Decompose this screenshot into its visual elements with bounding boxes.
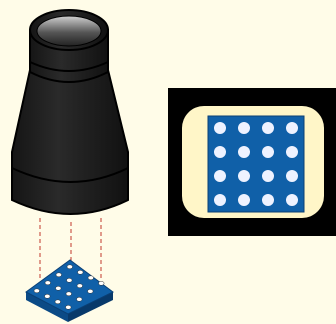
captured-dot [214, 146, 226, 158]
captured-dots [214, 122, 298, 206]
plate-dot [44, 294, 51, 299]
plate-dot [65, 291, 72, 297]
plate-dot [98, 281, 105, 286]
plate-side-right [68, 292, 113, 322]
plate-dot [66, 264, 73, 270]
captured-dot [238, 170, 250, 182]
plate-dot [87, 275, 94, 281]
captured-dot [238, 122, 250, 134]
plate-dot [77, 270, 84, 275]
captured-dot [286, 194, 298, 206]
dot-grid-plate-icon [25, 259, 114, 322]
captured-dot [262, 122, 274, 134]
plate-dot [76, 297, 83, 302]
captured-dot [214, 122, 226, 134]
captured-dot [286, 146, 298, 158]
plate-dot [44, 280, 51, 286]
captured-dot [214, 170, 226, 182]
plate-dot [66, 278, 73, 283]
captured-dot [262, 146, 274, 158]
captured-dot [214, 194, 226, 206]
captured-image-panel [168, 88, 336, 236]
camera-body [11, 69, 129, 215]
plate-dot [87, 289, 94, 294]
plate-top [25, 259, 114, 315]
plate-dots [33, 264, 105, 310]
plate-side-left [26, 292, 68, 322]
captured-dot [286, 170, 298, 182]
plate-dot [54, 299, 61, 305]
captured-dot [262, 170, 274, 182]
plate-dot [55, 272, 62, 278]
camera-barrel-line [29, 61, 109, 72]
plate-dot [33, 288, 40, 294]
camera-lens-icon [11, 9, 129, 215]
plate-dot [76, 283, 83, 289]
camera-rim-line [11, 167, 129, 183]
captured-dot [286, 122, 298, 134]
captured-dot [238, 146, 250, 158]
captured-dot [262, 194, 274, 206]
captured-dot [238, 194, 250, 206]
plate-dot [55, 286, 62, 291]
camera-lens-glass [36, 15, 102, 47]
plate-dot [65, 305, 72, 310]
